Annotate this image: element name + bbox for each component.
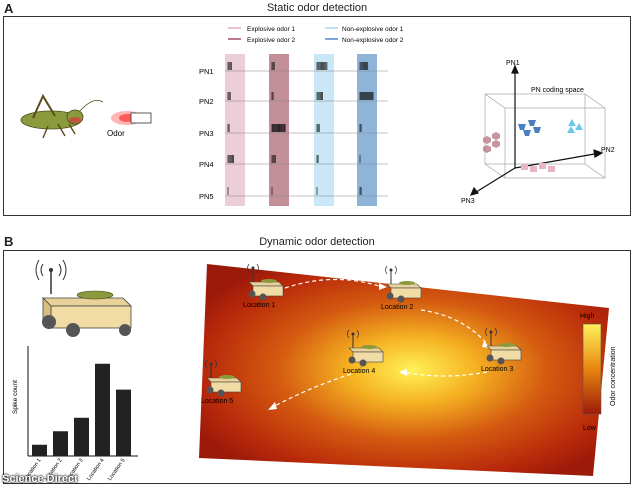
bar-3 <box>74 417 89 456</box>
panel-b-title: Dynamic odor detection <box>259 236 375 248</box>
panel-a-title: Static odor detection <box>266 2 368 14</box>
robot-location-3 <box>485 327 522 365</box>
location-label-2: Location 2 <box>381 304 413 311</box>
robot-location-1 <box>247 263 284 301</box>
bar-2 <box>53 431 68 456</box>
pn-label-1: PN1 <box>199 67 214 76</box>
bar-4 <box>95 363 110 456</box>
odor-field <box>199 264 609 476</box>
robot-locations: Location 1 Location 2 Location 3 Location 4… <box>201 263 522 405</box>
colorbar-title: Odor concentration <box>610 346 617 406</box>
location-label-4: Location 4 <box>343 368 375 375</box>
location-label-1: Location 1 <box>243 302 275 309</box>
coding-space-title: PN coding space <box>531 87 584 94</box>
robot-location-4 <box>347 329 384 367</box>
odor-source-icon <box>111 111 152 125</box>
colorbar-low-label: Low <box>583 425 597 432</box>
robot-location-5 <box>205 359 242 397</box>
colorbar-high-label: High <box>580 313 595 320</box>
panel-a-frame <box>3 16 631 216</box>
pn-label-3: PN3 <box>199 129 214 138</box>
svg-text:Explosive odor 1: Explosive odor 1 <box>247 26 295 33</box>
trajectory-arrows <box>268 283 490 410</box>
odor-label: Odor <box>107 129 125 138</box>
panel-b-frame <box>3 250 631 484</box>
pn-label-2: PN2 <box>199 97 214 106</box>
svg-text:Explosive odor 2: Explosive odor 2 <box>247 37 295 44</box>
chart-ylabel: Spike count <box>12 380 19 414</box>
pn-coding-space: PN1 PN2 PN3 PN coding space <box>461 60 615 205</box>
pn-label-4: PN4 <box>199 160 214 169</box>
location-label-3: Location 3 <box>481 366 513 373</box>
svg-text:Non-explosive odor 2: Non-explosive odor 2 <box>342 37 404 44</box>
axis-pn2-label: PN2 <box>601 147 615 154</box>
bar-label-4: Location 4 <box>86 458 105 482</box>
panel-a-letter: A <box>4 1 14 16</box>
odor-legend: Explosive odor 1 Explosive odor 2 Non-ex… <box>228 26 404 44</box>
robot-car-icon <box>35 259 132 337</box>
pn-label-5: PN5 <box>199 192 214 201</box>
svg-text:Non-explosive odor 1: Non-explosive odor 1 <box>342 26 404 33</box>
bar-1 <box>32 444 47 456</box>
odor-colorbar <box>582 323 602 415</box>
bar-5 <box>116 389 131 456</box>
watermark: Science Direct <box>2 473 78 485</box>
axis-pn3-label: PN3 <box>461 198 475 205</box>
axis-pn1-label: PN1 <box>506 60 520 67</box>
location-label-5: Location 5 <box>201 398 233 405</box>
robot-location-2 <box>385 265 422 303</box>
bar-label-5: Location 5 <box>107 458 126 482</box>
cricket-icon <box>20 93 104 139</box>
panel-b-letter: B <box>4 234 14 249</box>
panel-a-drawing: Odor Explosive odor 1 Explosive odor 2 N… <box>20 26 615 206</box>
